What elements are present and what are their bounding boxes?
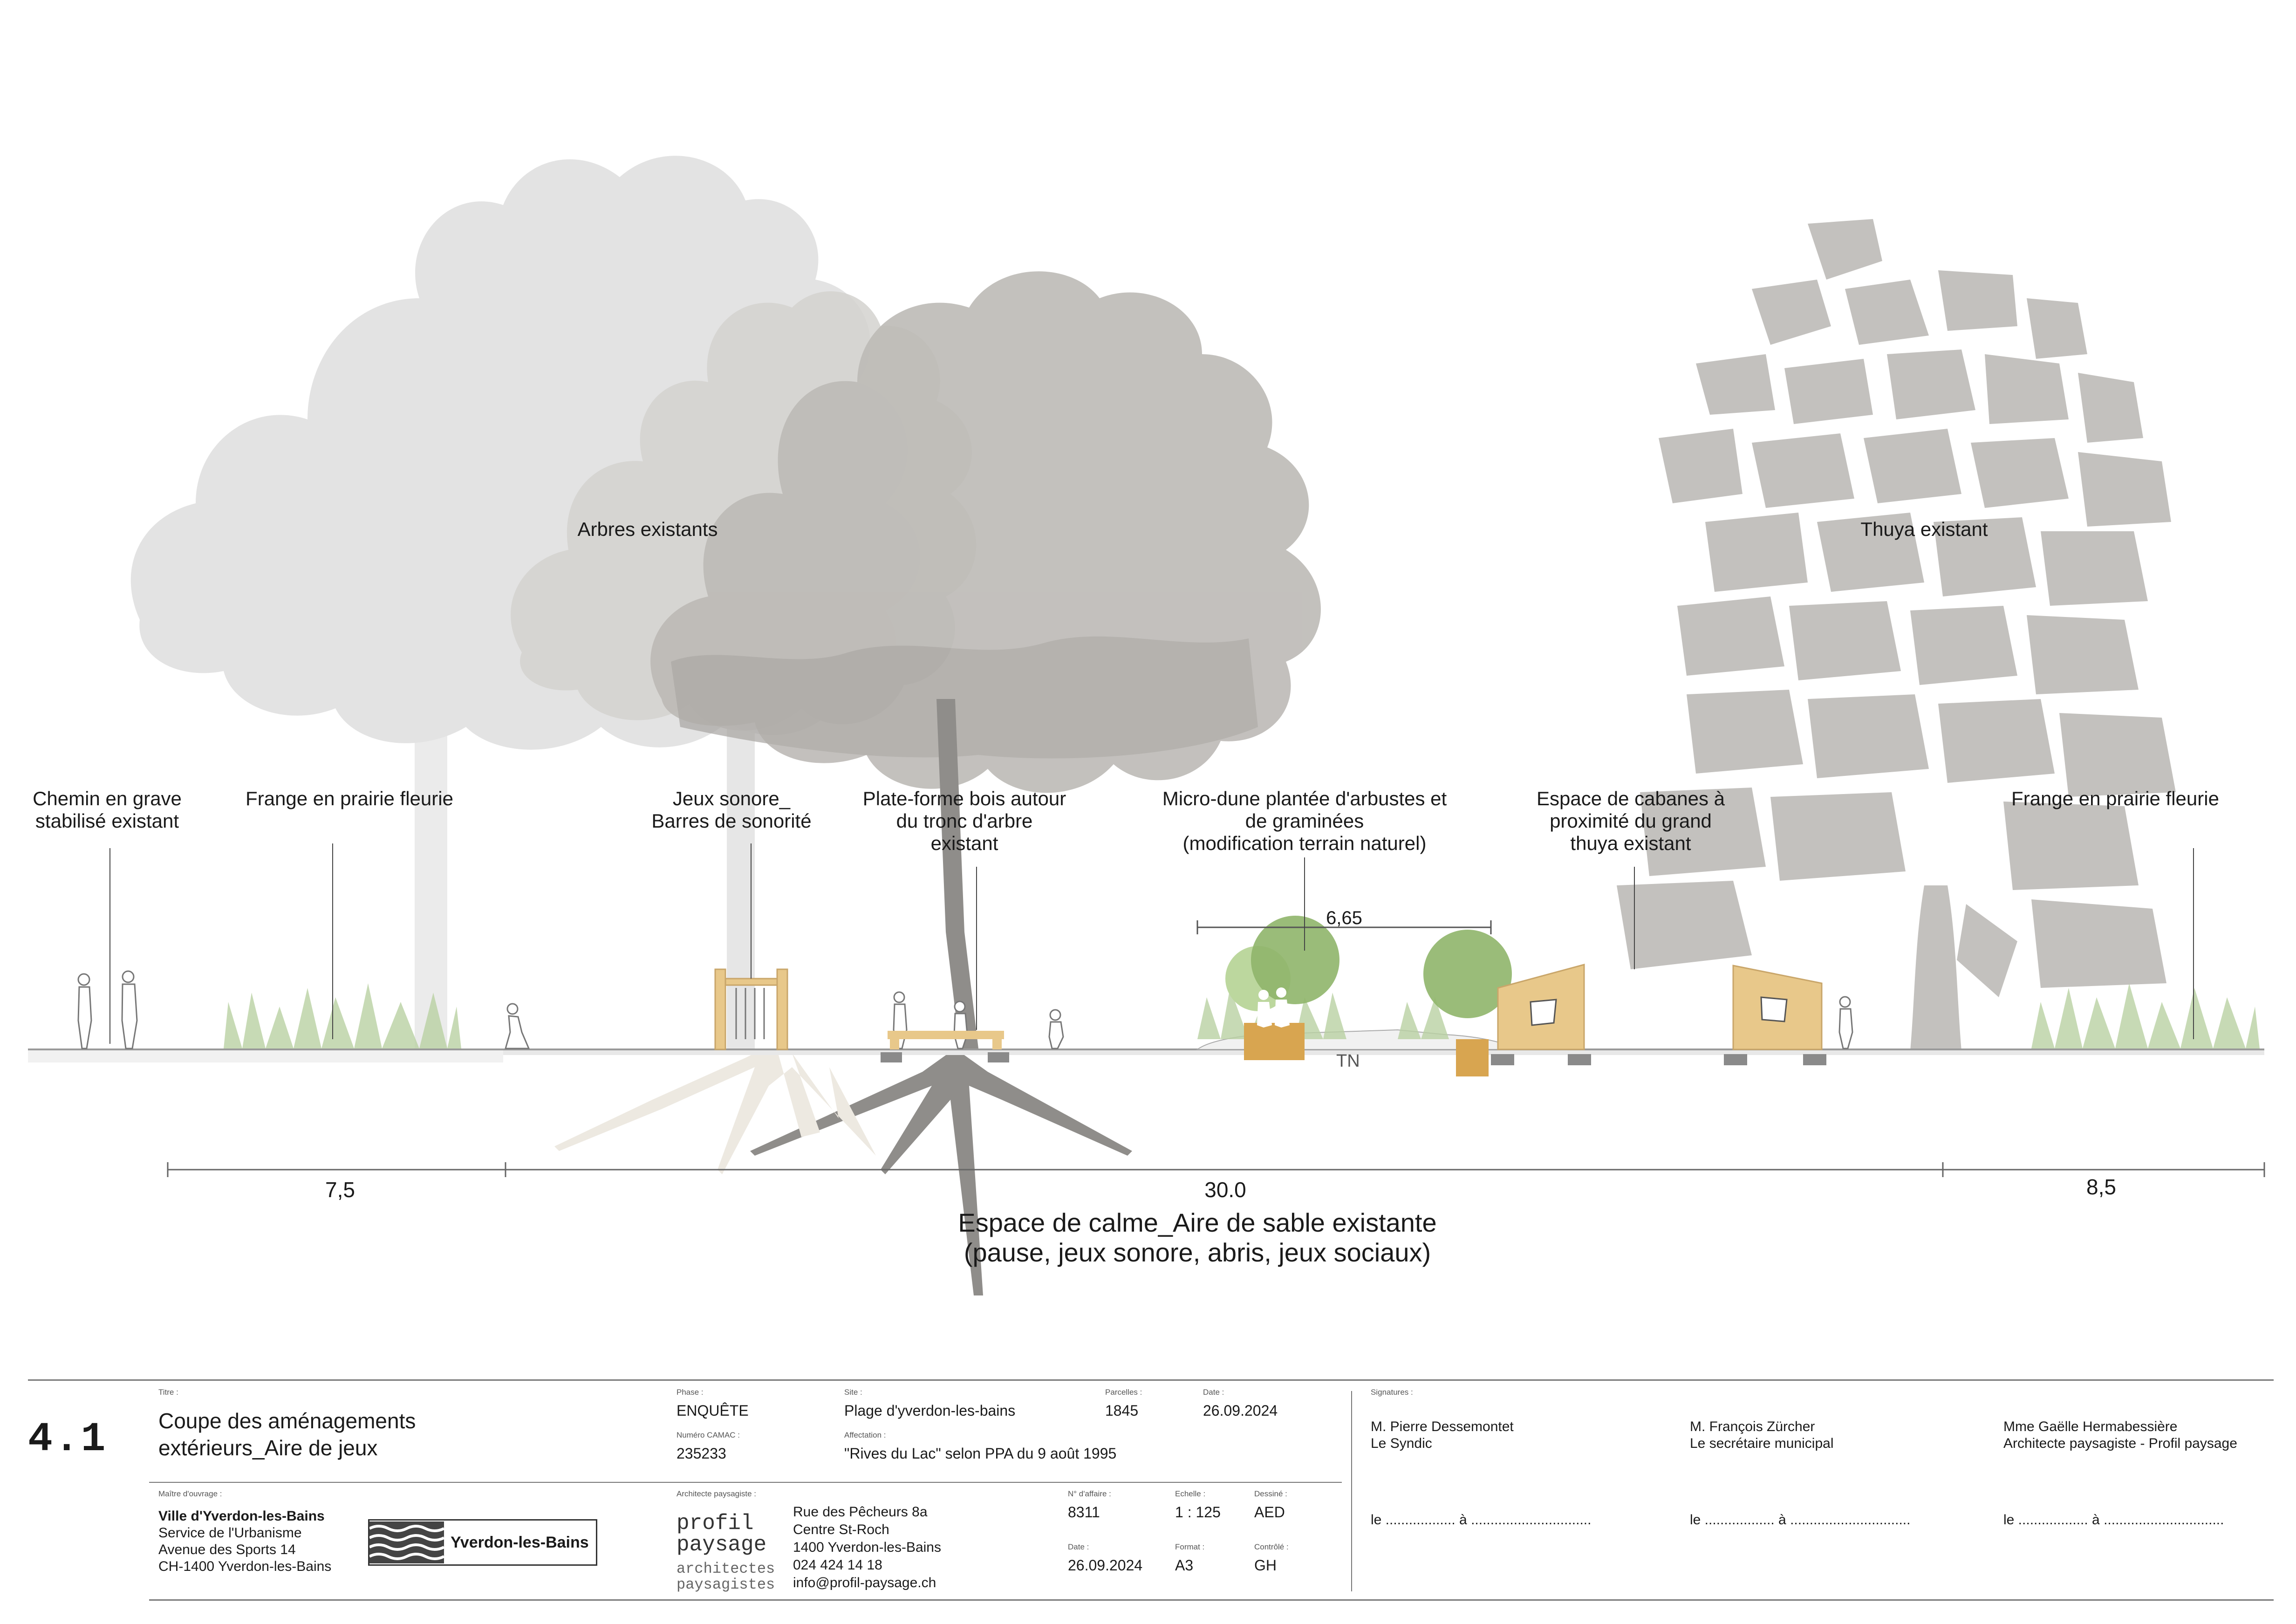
cabane-2 [1724,965,1826,1065]
dimension-dune: 6,65 [1326,908,1362,928]
signature-architecte: Mme Gaëlle Hermabessière Architecte pays… [2003,1419,2237,1451]
light-roots [554,1048,876,1174]
phase-value: ENQUÊTE [676,1402,749,1419]
dune-dimension-line [1196,920,1492,934]
signature-line-2: le .................. à ................… [1690,1512,1911,1528]
label-jeux-sonore: Jeux sonore_ Barres de sonorité [651,788,812,832]
label-micro-dune: Micro-dune plantée d'arbustes et de gram… [1162,788,1447,854]
label-frange-left: Frange en prairie fleurie [246,788,453,809]
affectation-caption: Affectation : [844,1431,886,1439]
signature-line-1: le .................. à ................… [1371,1512,1592,1528]
label-cabanes: Espace de cabanes à proximité du grand t… [1537,788,1725,854]
cabane-1 [1491,964,1591,1065]
ground-line [28,1048,2264,1062]
title-block-bottom-rule [149,1599,2274,1601]
controle-value: GH [1254,1557,1277,1574]
architecte-caption: Architecte paysagiste : [676,1489,757,1498]
affaire-caption: N° d'affaire : [1068,1489,1111,1498]
signature-secretaire: M. François Zürcher Le secrétaire munici… [1690,1419,1834,1451]
phase-caption: Phase : [676,1388,704,1397]
sheet-number: 4.1 [28,1417,108,1463]
label-tn: TN [1336,1051,1360,1071]
dimension-right: 8,5 [2086,1175,2116,1199]
titre-caption: Titre : [158,1388,178,1397]
profil-address: Rue des Pêcheurs 8a Centre St-Roch 1400 … [793,1504,941,1590]
dessine-caption: Dessiné : [1254,1489,1287,1498]
site-caption: Site : [844,1388,862,1397]
title-block-divider [1351,1391,1352,1591]
waves-icon [369,1521,444,1563]
label-espace-calme: Espace de calme_Aire de sable existante … [958,1208,1437,1267]
signature-syndic: M. Pierre Dessemontet Le Syndic [1371,1419,1514,1451]
site-value: Plage d'yverdon-les-bains [844,1402,1016,1419]
label-arbres-existants: Arbres existants [577,518,718,540]
controle-caption: Contrôlé : [1254,1542,1289,1551]
parcelles-value: 1845 [1105,1402,1139,1419]
date-caption: Date : [1203,1388,1224,1397]
dessine-value: AED [1254,1504,1285,1521]
parcelles-caption: Parcelles : [1105,1388,1142,1397]
echelle-value: 1 : 125 [1175,1504,1221,1521]
affaire-value: 8311 [1068,1504,1100,1521]
title-block-top-rule [28,1379,2274,1381]
title-block-mid-rule [149,1482,1342,1483]
dimension-middle: 30.0 [1204,1178,1246,1202]
label-frange-right: Frange en prairie fleurie [2011,788,2219,809]
camac-caption: Numéro CAMAC : [676,1431,740,1439]
date2-caption: Date : [1068,1542,1089,1551]
echelle-caption: Echelle : [1175,1489,1206,1498]
date2-value: 26.09.2024 [1068,1557,1143,1574]
profil-paysage-logo: profil paysage [676,1511,767,1557]
leader-lines [109,843,2194,1044]
affectation-value: "Rives du Lac" selon PPA du 9 août 1995 [844,1445,1117,1462]
wood-platform [881,1031,1009,1062]
signatures-caption: Signatures : [1371,1388,1413,1397]
drawing-title: Coupe des aménagements extérieurs_Aire d… [158,1409,416,1460]
yverdon-logo: Yverdon-les-Bains [368,1519,597,1566]
date-value: 26.09.2024 [1203,1402,1278,1419]
label-chemin: Chemin en grave stabilisé existant [33,788,182,832]
meadow-left [224,983,461,1048]
format-caption: Format : [1175,1542,1205,1551]
section-dimension-line [167,1162,2265,1177]
people [77,970,1853,1049]
format-value: A3 [1175,1557,1194,1574]
existing-tree-central [650,271,1321,793]
dimension-left: 7,5 [325,1178,355,1202]
yverdon-logo-text: Yverdon-les-Bains [451,1533,589,1551]
thuya-existant [1617,219,2176,1051]
meadow-right [2031,983,2260,1048]
maitre-address: Service de l'Urbanisme Avenue des Sports… [158,1525,332,1574]
label-plateforme: Plate-forme bois autour du tronc d'arbre… [862,788,1066,854]
section-drawing [28,156,2265,1295]
maitre-name: Ville d'Yverdon-les-Bains [158,1508,325,1524]
label-thuya-existant: Thuya existant [1860,518,1988,540]
profil-paysage-subtitle: architectes paysagistes [676,1560,775,1593]
camac-value: 235233 [676,1445,726,1462]
signature-line-3: le .................. à ................… [2003,1512,2224,1528]
maitre-caption: Maître d'ouvrage : [158,1489,222,1498]
